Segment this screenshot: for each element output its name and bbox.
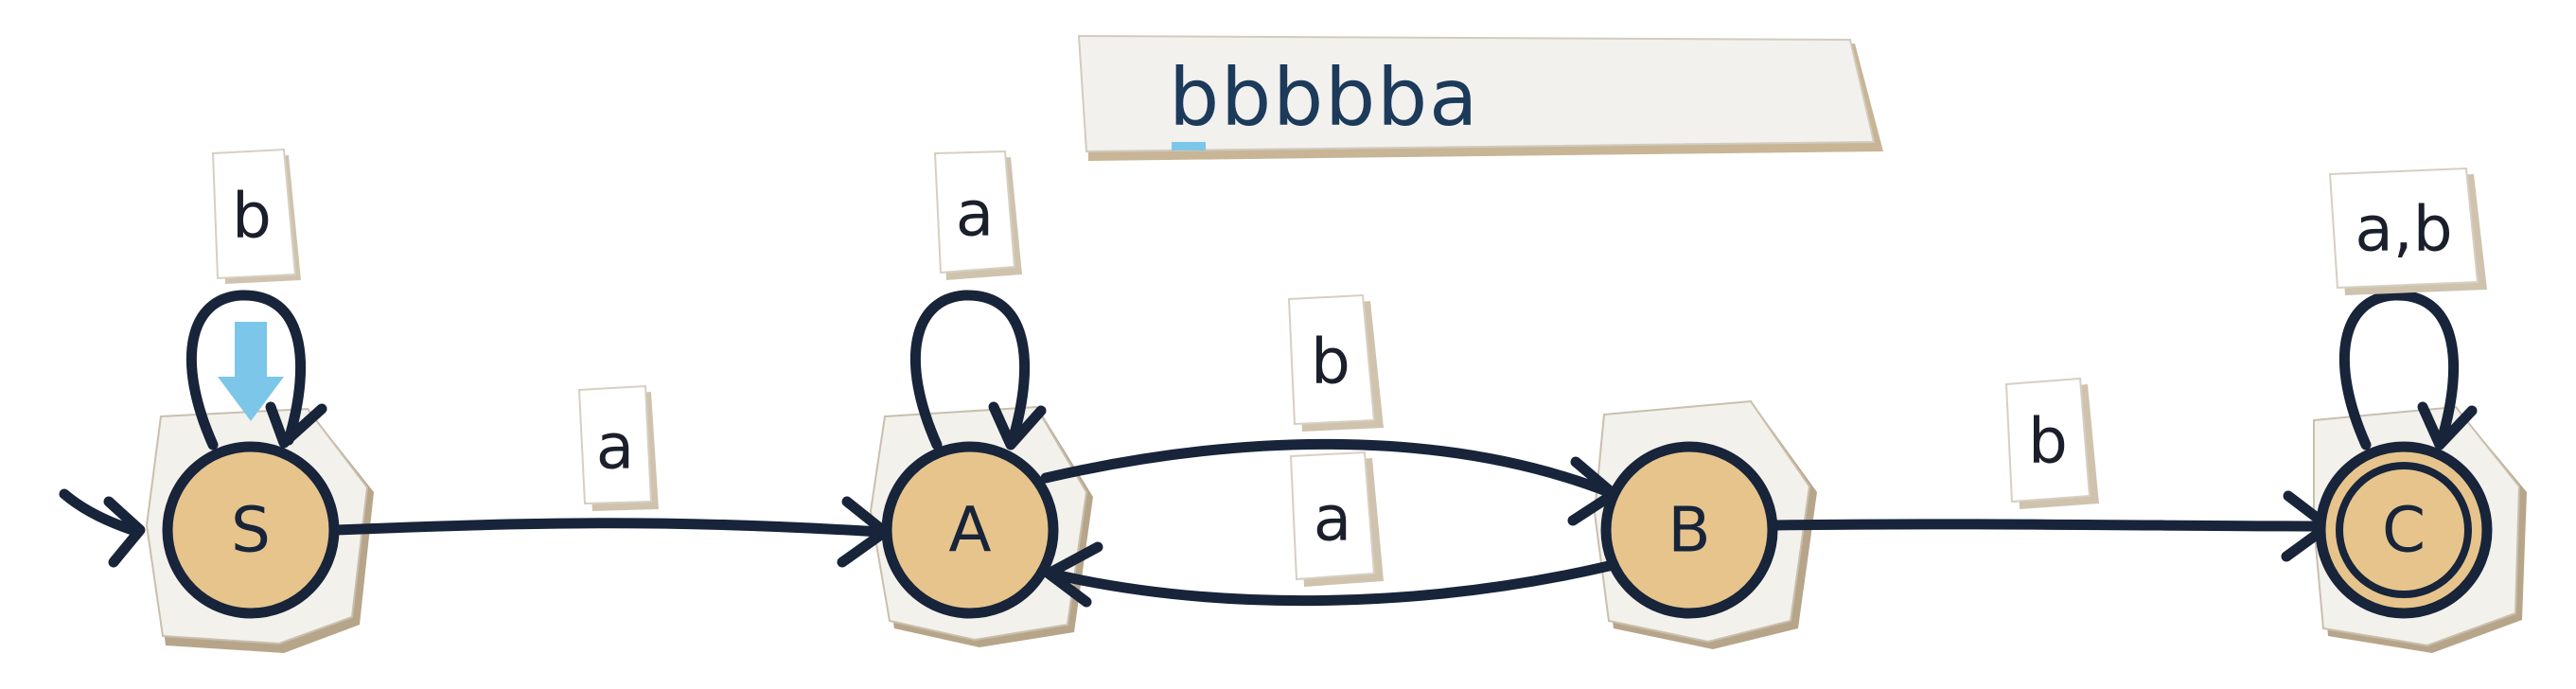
tag-text: a [1314, 483, 1351, 556]
initial-arrowhead [103, 496, 146, 568]
label-s-s: b [211, 148, 301, 284]
tag-paper [1289, 450, 1376, 581]
state-circle [162, 441, 340, 619]
tag-paper [211, 148, 297, 280]
label-s-a: a [577, 384, 659, 511]
tape-symbol: b [1273, 51, 1323, 144]
tape-symbol: b [1169, 51, 1219, 144]
tape-symbol: b [1325, 51, 1375, 144]
states: S A B C [162, 441, 2493, 619]
tag-paper [933, 150, 1016, 274]
initial-arrow [59, 488, 138, 536]
edge-a-b [1040, 438, 1614, 498]
edge-b-a [1045, 560, 1614, 607]
edge-c-c [2338, 290, 2460, 450]
tag-paper [2004, 377, 2091, 504]
transitions [59, 290, 2478, 608]
state-circle [2315, 441, 2493, 619]
pointer-shaft [235, 322, 267, 379]
edge-s-s [185, 290, 307, 450]
label-a-b: b [1287, 293, 1384, 432]
state-label: A [948, 494, 991, 567]
tag-text: a [596, 411, 634, 484]
state-label: S [231, 494, 271, 567]
pointer-head [218, 377, 284, 421]
tape-paper [1077, 34, 1876, 153]
edge-a-a [909, 290, 1031, 450]
label-b-a: a [1289, 450, 1384, 587]
state-s[interactable]: S [162, 441, 340, 619]
tag-paper [1287, 293, 1376, 426]
arrowhead-b-a [1043, 541, 1103, 608]
tape-symbol: a [1429, 51, 1477, 144]
state-c[interactable]: C [2315, 441, 2493, 619]
state-label: C [2382, 494, 2426, 567]
transition-labels: b a a b a b [211, 148, 2487, 587]
current-state-pointer [218, 322, 284, 421]
arrowhead-a-a [988, 401, 1047, 450]
label-a-a: a [933, 150, 1022, 280]
edge-s-a [330, 518, 886, 538]
input-tape: b b b b b a [1077, 34, 1883, 161]
state-b[interactable]: B [1600, 441, 1778, 619]
state-label: B [1667, 494, 1710, 567]
arrowhead-c-c [2417, 401, 2478, 450]
state-circle [881, 441, 1059, 619]
tag-paper [577, 384, 653, 505]
tag-paper [2328, 167, 2479, 290]
tag-text: b [1311, 326, 1350, 398]
tape-symbol: b [1377, 51, 1427, 144]
tag-text: b [2028, 405, 2068, 478]
label-b-c: b [2004, 377, 2099, 509]
arrowhead-s-s [265, 401, 327, 449]
tag-text: a [956, 178, 994, 251]
state-a[interactable]: A [881, 441, 1059, 619]
edge-b-c [1769, 519, 2329, 532]
tape-cursor [1172, 142, 1206, 150]
tag-text: a,b [2355, 193, 2452, 266]
label-c-c: a,b [2328, 167, 2487, 295]
tag-text: b [232, 180, 272, 253]
state-circle [1600, 441, 1778, 619]
accepting-ring [2336, 462, 2472, 598]
tape-symbol: b [1221, 51, 1271, 144]
